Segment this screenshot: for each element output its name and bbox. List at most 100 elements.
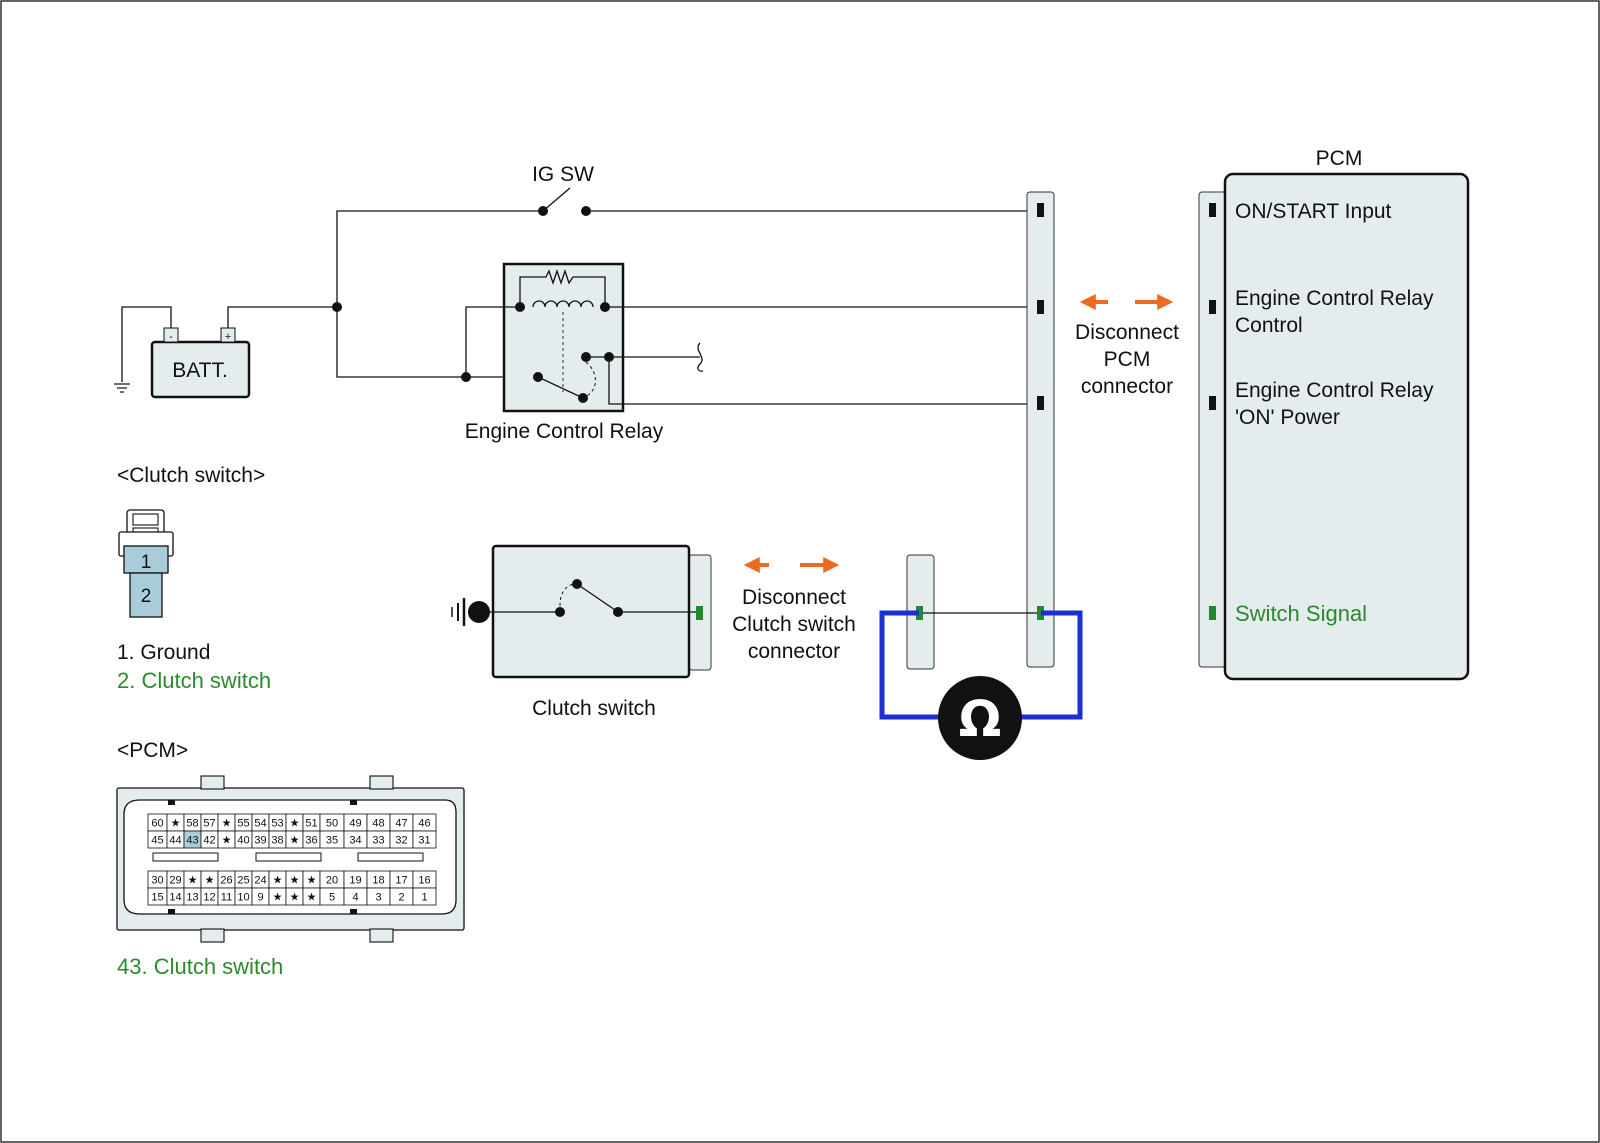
pcm-pin-label: ★ [222,818,232,830]
clutch-legend-switch: 2. Clutch switch [117,668,271,693]
battery-ground-wire [121,306,172,382]
pcm-pin-label: 46 [418,818,430,830]
pcm-pin-label: 3 [375,892,381,904]
pcm-pin-label: 49 [349,818,361,830]
pcm-pin-label: 29 [169,875,181,887]
pcm-pin-label: 42 [203,835,215,847]
pcm-pin-label: 9 [257,892,263,904]
pcm-pin [1209,396,1216,410]
pcm-pin-cell [412,887,437,906]
pcm-pin-label: 31 [418,835,430,847]
clutch-ground-icon [451,598,490,626]
pcm-pin-label: ★ [290,875,300,887]
pcm-pin-label: 20 [326,875,338,887]
pcm-pin-label: 15 [151,892,163,904]
pcm-ecr-power-label: Engine Control Relay [1235,379,1434,402]
pcm-pin-label: 1 [421,892,427,904]
ohmmeter-lead-left [879,610,940,720]
battery-label: BATT. [172,359,228,382]
pcm-pin-label: 36 [305,835,317,847]
pcm-pin-label: 18 [372,875,384,887]
pcm-harness-pin [1037,396,1044,410]
pcm-pin-label: 33 [372,835,384,847]
pcm-pin-label: 19 [349,875,361,887]
pcm-pin-label: 60 [151,818,163,830]
clutch-switch-label: Clutch switch [532,697,656,720]
pcm-pin-label: 24 [254,875,266,887]
pcm-pin-label: 13 [186,892,198,904]
pcm-pin-label: ★ [290,818,300,830]
pcm-pin-label: ★ [307,875,317,887]
clutch-pin-1: 1 [141,552,152,573]
pcm-pin-label: 14 [169,892,181,904]
disconnect-clutch-label-2: Clutch switch [732,613,856,636]
battery-plus-label: + [225,331,231,343]
pcm-connector-view [116,775,465,943]
wire-break-icon [697,342,704,372]
pcm-on-start-label: ON/START Input [1235,200,1392,223]
pcm-pin-label: 54 [254,818,266,830]
pcm-pin-label: 48 [372,818,384,830]
disconnect-clutch-label-3: connector [748,640,840,663]
pcm-harness-pin [1037,203,1044,217]
pcm-pin-label: 35 [326,835,338,847]
pcm-pin-label: 4 [352,892,358,904]
clutch-connector-view [118,509,174,618]
pcm-ecr-power-label-2: 'ON' Power [1235,406,1340,429]
pcm-harness-pin-switch-signal [1037,606,1044,620]
pcm-switch-signal-label: Switch Signal [1235,601,1367,626]
pcm-pin-label: 47 [395,818,407,830]
pcm-pin-label: 26 [220,875,232,887]
clutch-switch-component [468,544,712,679]
pcm-pin-label: 12 [203,892,215,904]
pcm-pin-label: 55 [237,818,249,830]
pcm-legend-clutch: 43. Clutch switch [117,954,283,979]
pcm-pin-label: 51 [305,818,317,830]
pcm-pin-label: ★ [222,835,232,847]
pcm-module [1223,172,1470,681]
ig-feed-wire [336,210,543,307]
battery-positive-wire [227,306,337,328]
pcm-pin-label: 5 [329,892,335,904]
pcm-connector-heading: <PCM> [117,739,188,762]
pcm-pin-cell [412,830,437,849]
pcm-pin-label: 58 [186,818,198,830]
clutch-legend-ground: 1. Ground [117,641,210,664]
pcm-pin-label: 2 [398,892,404,904]
engine-control-relay [502,262,625,413]
pcm-pin-label: ★ [307,892,317,904]
clutch-connector-heading: <Clutch switch> [117,464,265,487]
pcm-pin-label: 39 [254,835,266,847]
ohmmeter-icon [938,676,1022,760]
pcm-pin-label: 44 [169,835,181,847]
pcm-pin-label: 30 [151,875,163,887]
pcm-ecr-control-label: Engine Control Relay [1235,287,1434,310]
pcm-title: PCM [1316,147,1363,170]
clutch-pin-2: 2 [141,586,152,607]
disconnect-pcm-label-2: PCM [1104,348,1151,371]
pcm-pin-switch-signal [1209,606,1216,620]
pcm-pin-label: 50 [326,818,338,830]
pcm-harness-pin [1037,300,1044,314]
pcm-pin-label: ★ [290,835,300,847]
ohmmeter-lead-right [1020,610,1083,720]
pcm-pin-label: 43 [186,835,198,847]
ground-icon [114,383,130,393]
pcm-pin-label: ★ [171,818,181,830]
pcm-pin-label: 57 [203,818,215,830]
pcm-harness-connector [1026,191,1055,668]
ohm-symbol: Ω [959,690,1002,748]
clutch-switch-pin [696,606,703,620]
ig-switch [538,187,591,216]
pcm-pin-label: ★ [188,875,198,887]
pcm-pin-label: 45 [151,835,163,847]
pcm-pin-label: 40 [237,835,249,847]
pcm-pin-label: 38 [271,835,283,847]
relay-coil-feed-wire [465,306,520,377]
battery: - + BATT. [150,327,251,399]
pcm-pin-label: 32 [395,835,407,847]
pcm-pin-label: ★ [273,892,283,904]
pcm-pin-label: 17 [395,875,407,887]
